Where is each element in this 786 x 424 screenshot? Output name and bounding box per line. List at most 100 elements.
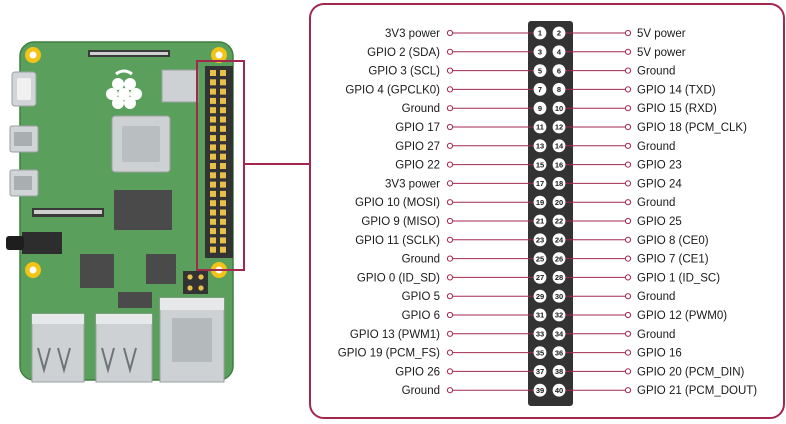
pin-11: 11 GPIO 17	[395, 120, 547, 134]
pin-circle	[533, 120, 547, 134]
wireless-module	[161, 69, 199, 103]
pin-label: Ground	[637, 141, 675, 153]
pin-number: 23	[536, 236, 544, 245]
pin-end-marker	[446, 180, 454, 187]
ethernet-port	[159, 297, 225, 383]
pin-end-marker	[446, 86, 454, 93]
pin-circle	[552, 271, 566, 284]
pin-end-marker	[624, 368, 632, 375]
usb-port-pair-0	[31, 313, 85, 383]
board-pin	[210, 163, 216, 169]
gpio-header-highlight	[196, 60, 245, 271]
pin-circle	[533, 139, 547, 153]
pin-number: 26	[555, 254, 563, 263]
pin-end-marker	[624, 217, 632, 225]
pin-circle	[552, 214, 566, 228]
ethernet-controller-chip	[146, 254, 176, 284]
board-pin	[220, 135, 226, 142]
pin-number: 8	[557, 85, 561, 94]
pin-label: GPIO 6	[402, 310, 440, 322]
pin-end-marker	[446, 48, 454, 55]
pin-label: 5V power	[637, 28, 686, 40]
pin-number: 7	[538, 85, 542, 94]
pin-number: 27	[536, 273, 544, 282]
pin-number: 14	[555, 142, 564, 151]
pin-label: GPIO 20 (PCM_DIN)	[637, 366, 745, 378]
pin-end-marker	[446, 199, 454, 206]
pin-number: 19	[536, 198, 544, 207]
pin-number: 24	[555, 236, 564, 245]
board-pin	[210, 246, 216, 253]
pin-number: 40	[555, 386, 563, 395]
pin-label: GPIO 7 (CE1)	[637, 254, 709, 266]
pin-8: 8 GPIO 14 (TXD)	[552, 83, 716, 96]
board-pin	[220, 88, 226, 95]
board-pin	[210, 107, 216, 114]
pin-circle	[552, 233, 566, 247]
pin-circle	[533, 289, 547, 303]
pin-number: 25	[536, 254, 544, 263]
pin-end-marker	[446, 236, 454, 243]
pin-circle	[552, 308, 566, 322]
pin-end-marker	[446, 123, 454, 131]
pin-number: 11	[536, 123, 544, 132]
board-pin	[220, 163, 226, 169]
pin-circle	[533, 177, 547, 190]
pin-end-marker	[624, 311, 632, 319]
pin-number: 34	[555, 330, 564, 339]
pin-circle	[533, 158, 547, 172]
pin-label: GPIO 14 (TXD)	[637, 84, 716, 96]
pin-circle	[552, 83, 566, 96]
pin-end-marker	[624, 180, 632, 187]
small-chip	[118, 292, 152, 308]
board-pin	[220, 190, 226, 197]
pin-end-marker	[624, 293, 632, 300]
pinout-header-block	[528, 21, 573, 406]
pin-number: 32	[555, 311, 563, 320]
pin-number: 28	[555, 273, 563, 282]
pin-circle	[552, 365, 566, 378]
pin-end-marker	[446, 161, 454, 168]
board-pin	[210, 153, 216, 160]
poe-header	[183, 271, 208, 294]
board-pin	[210, 218, 216, 225]
pin-2: 2 5V power	[552, 26, 686, 40]
pin-end-marker	[446, 67, 454, 74]
pin-label: 3V3 power	[385, 178, 440, 190]
pin-circle	[533, 346, 547, 359]
board-pin	[210, 88, 216, 95]
pin-number: 13	[536, 142, 544, 151]
board-pin	[210, 79, 216, 86]
pin-number: 35	[536, 348, 544, 357]
board-pin	[220, 79, 226, 86]
pin-label: GPIO 9 (MISO)	[361, 216, 440, 228]
pin-end-marker	[624, 86, 632, 93]
pin-label: GPIO 0 (ID_SD)	[357, 272, 440, 284]
board-pin	[210, 125, 216, 132]
pin-label: GPIO 4 (GPCLK0)	[345, 84, 440, 96]
pin-number: 2	[557, 29, 561, 38]
pin-label: GPIO 5	[402, 291, 440, 303]
pin-label: GPIO 17	[395, 122, 440, 134]
pin-label: GPIO 19 (PCM_FS)	[338, 348, 440, 360]
pin-label: Ground	[637, 197, 675, 209]
usb-controller-chip	[80, 254, 114, 288]
board-pin	[210, 144, 216, 151]
board-gpio-header	[205, 66, 233, 258]
pin-end-marker	[624, 105, 632, 112]
pin-end-marker	[624, 349, 632, 356]
pin-end-marker	[446, 29, 454, 37]
board-pin	[220, 125, 226, 132]
pin-number: 9	[538, 104, 542, 113]
board-pin	[220, 144, 226, 151]
